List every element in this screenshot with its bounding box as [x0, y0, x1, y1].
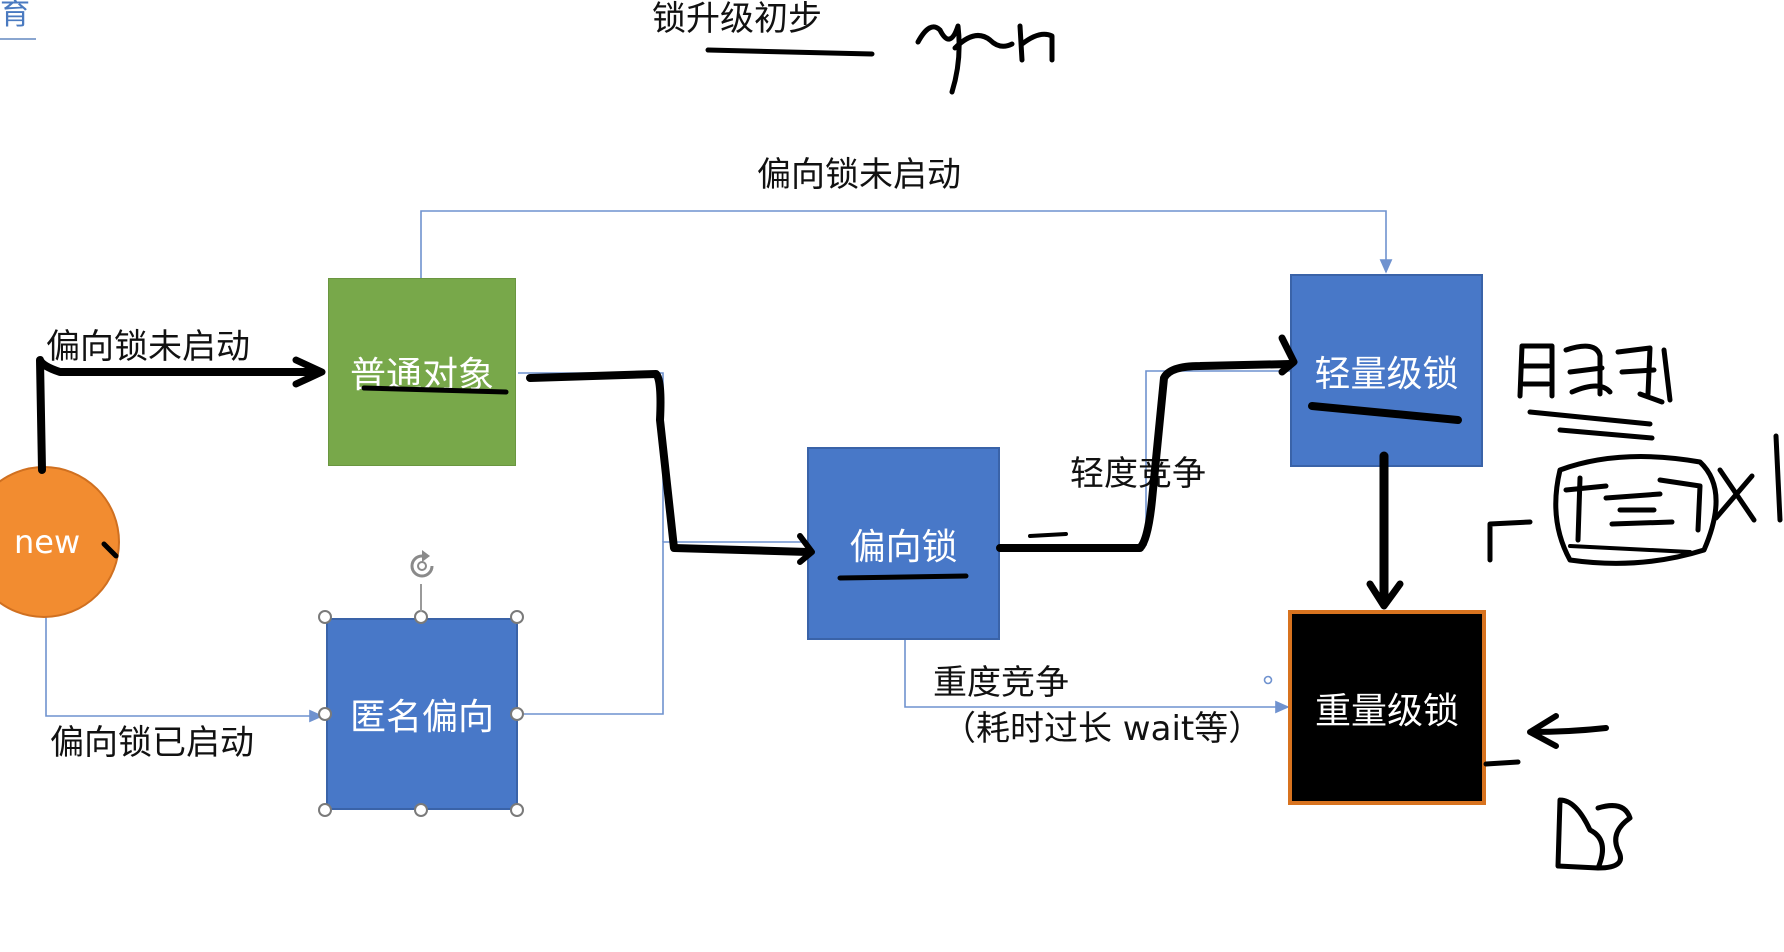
resize-handle-e[interactable]: [510, 707, 524, 721]
spin-lock-scribble: [1517, 343, 1673, 405]
edge-new-to-anon: [45, 617, 324, 723]
rotate-stem: [420, 584, 422, 612]
edge-label-top: 偏向锁未启动: [757, 155, 961, 195]
resize-handle-sw[interactable]: [318, 803, 332, 817]
resize-handle-se[interactable]: [510, 803, 524, 817]
biased-lock-label: 偏向锁: [849, 526, 958, 568]
new-object-label: new: [14, 523, 81, 561]
edge-label-heavy-contention: 重度竞争: [933, 663, 1069, 703]
heavyweight-lock-node[interactable]: 重量级锁: [1288, 610, 1486, 805]
slide-title: 锁升级初步: [652, 0, 822, 39]
blocking-lock-circle: [1553, 454, 1719, 566]
stray-dot: [1263, 675, 1273, 685]
heavyweight-lock-label: 重量级锁: [1314, 690, 1459, 732]
edge-label-left-bottom: 偏向锁已启动: [50, 723, 254, 763]
resize-handle-w[interactable]: [318, 707, 332, 721]
edge-label-light-contention: 轻度竞争: [1070, 454, 1206, 494]
logo-fragment: 育: [0, 0, 30, 32]
light-underline: [1308, 402, 1462, 424]
resize-handle-nw[interactable]: [318, 610, 332, 624]
rotate-handle-icon[interactable]: [402, 546, 442, 586]
anonymous-biased-label: 匿名偏向: [349, 697, 494, 738]
ink-normal-to-biased: [526, 370, 812, 556]
edge-biased-to-heavy: [904, 640, 1290, 714]
edge-normal-to-light: [420, 210, 1393, 278]
edge-anon-to-biased: [518, 541, 806, 715]
ink-biased-to-light: [996, 360, 1294, 552]
resize-handle-s[interactable]: [414, 803, 428, 817]
edge-label-left-top: 偏向锁未启动: [46, 327, 250, 367]
edge-label-heavy-note: （耗时过长 wait等）: [942, 709, 1263, 749]
normal-underline: [361, 385, 509, 395]
biased-underline: [837, 573, 969, 581]
logo-underline: [0, 38, 36, 40]
lightweight-lock-label: 轻量级锁: [1314, 353, 1459, 395]
cross-mark: [1713, 467, 1757, 523]
sync-scribble: [915, 23, 1055, 95]
os-scribble: [1555, 797, 1633, 871]
normal-object-node[interactable]: 普通对象: [328, 278, 516, 466]
heavy-arrow: [1527, 713, 1609, 749]
ink-new-to-normal: [36, 356, 322, 474]
anonymous-biased-node[interactable]: 匿名偏向: [326, 618, 518, 810]
lightweight-lock-node[interactable]: 轻量级锁: [1290, 274, 1483, 467]
biased-lock-node[interactable]: 偏向锁: [807, 447, 1000, 640]
resize-handle-ne[interactable]: [510, 610, 524, 624]
title-underline: [705, 47, 875, 57]
